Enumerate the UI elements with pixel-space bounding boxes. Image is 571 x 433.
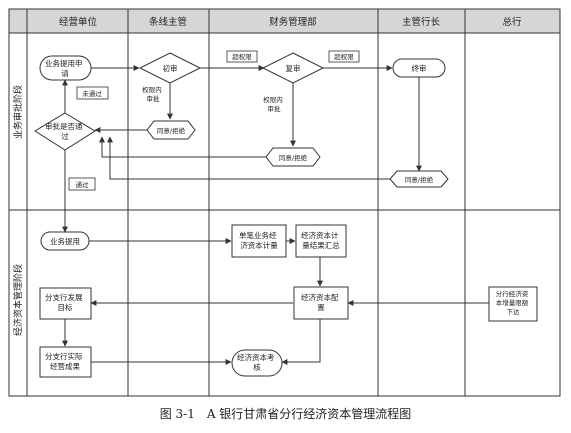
node-hq-quota-line-3: 下达 bbox=[507, 307, 521, 316]
label-over-limit-2: 超权限 bbox=[334, 52, 354, 61]
header-band bbox=[9, 9, 560, 33]
label-box bbox=[226, 50, 258, 63]
node-allocation-label: 经济资本配 置 bbox=[301, 292, 341, 312]
flowchart: 经营单位 条线主管 财务管理部 主管行长 总行 业务审批阶段 经济资本管理阶段 … bbox=[8, 8, 561, 397]
node-hq-quota bbox=[488, 286, 538, 322]
node-single-calc-line-2: 济资本计量 bbox=[240, 240, 278, 250]
node-single-calc-line-1: 单笔业务经 bbox=[239, 230, 277, 240]
diagram-frame bbox=[8, 8, 561, 397]
node-summary-line-2: 量结果汇总 bbox=[302, 240, 340, 250]
node-apply bbox=[39, 55, 92, 81]
node-assessment bbox=[231, 349, 283, 377]
node-agree-reject-3-label: 同意/拒绝 bbox=[405, 175, 434, 184]
node-branch-target bbox=[39, 287, 92, 320]
lane-header-head-office: 总行 bbox=[502, 16, 522, 28]
label-not-passed: 未通过 bbox=[82, 89, 102, 98]
node-use bbox=[40, 231, 90, 251]
node-single-calc bbox=[231, 224, 287, 258]
node-approved-decision-line-2: 过 bbox=[61, 131, 69, 141]
node-hq-quota-label: 分行经济资 本增量限额 下达 bbox=[496, 289, 531, 316]
node-branch-result-label: 分支行实际 经营成果 bbox=[45, 351, 85, 371]
node-review-label: 复审 bbox=[286, 63, 301, 73]
node-assessment-line-2: 核 bbox=[253, 362, 261, 372]
label-box bbox=[76, 86, 109, 100]
node-approved-decision bbox=[34, 112, 96, 151]
node-final-review bbox=[392, 58, 446, 78]
lane-header-vice-president: 主管行长 bbox=[402, 16, 441, 28]
phase-label-capital-management: 经济资本管理阶段 bbox=[12, 264, 24, 336]
node-allocation-line-2: 置 bbox=[317, 303, 325, 312]
node-agree-reject-2 bbox=[265, 147, 321, 167]
node-allocation-line-1: 经济资本配 bbox=[301, 292, 339, 302]
node-first-review bbox=[138, 52, 202, 84]
node-first-review-label: 初审 bbox=[163, 63, 178, 73]
node-agree-reject-2-label: 同意/拒绝 bbox=[279, 153, 308, 162]
node-authority-approve-1-line-2: 审批 bbox=[147, 94, 161, 103]
node-branch-result-line-2: 经营成果 bbox=[50, 361, 80, 371]
node-assessment-line-1: 经济资本考 bbox=[237, 352, 275, 362]
node-authority-approve-2: 权限内 审批 bbox=[263, 95, 285, 113]
edge-agree-reject-3-to-decision bbox=[107, 136, 390, 180]
figure-caption: 图 3-1 A 银行甘肃省分行经济资本管理流程图 bbox=[159, 407, 412, 421]
node-apply-line-2: 请 bbox=[61, 68, 69, 78]
node-branch-target-line-2: 目标 bbox=[58, 302, 73, 312]
node-approved-decision-label: 审批是否通 过 bbox=[45, 121, 85, 141]
label-passed: 通过 bbox=[76, 180, 90, 189]
node-authority-approve-2-line-1: 权限内 bbox=[263, 95, 283, 104]
lane-header-finance-dept: 财务管理部 bbox=[269, 16, 317, 28]
label-box bbox=[328, 50, 360, 63]
node-hq-quota-line-2: 本增量限额 bbox=[496, 298, 529, 307]
node-summary bbox=[295, 224, 347, 258]
node-hq-quota-line-1: 分行经济资 bbox=[496, 289, 529, 298]
node-summary-label: 经济资本计 量结果汇总 bbox=[301, 230, 341, 250]
edge-allocation-to-assessment bbox=[281, 319, 321, 365]
phase-label-approval: 业务审批阶段 bbox=[12, 85, 24, 139]
node-agree-reject-3 bbox=[389, 170, 449, 188]
node-branch-target-line-1: 分支行发展 bbox=[45, 292, 83, 302]
node-approved-decision-line-1: 审批是否通 bbox=[45, 121, 83, 131]
lane-header-line-manager: 条线主管 bbox=[149, 16, 187, 28]
node-authority-approve-1: 权限内 审批 bbox=[142, 85, 164, 103]
node-agree-reject-1-label: 同意/拒绝 bbox=[157, 126, 186, 135]
node-branch-target-label: 分支行发展 目标 bbox=[45, 292, 85, 312]
node-allocation bbox=[293, 286, 349, 320]
node-assessment-label: 经济资本考 核 bbox=[237, 352, 277, 372]
node-summary-line-1: 经济资本计 bbox=[301, 230, 339, 240]
node-review bbox=[261, 52, 325, 84]
node-branch-result-line-1: 分支行实际 bbox=[45, 351, 83, 361]
label-over-limit-1: 超权限 bbox=[232, 52, 252, 61]
label-box bbox=[68, 177, 96, 191]
node-single-calc-label: 单笔业务经 济资本计量 bbox=[239, 230, 279, 250]
node-apply-label: 业务提用申 请 bbox=[45, 58, 85, 78]
node-authority-approve-2-line-2: 审批 bbox=[268, 104, 282, 113]
edge-agree-reject-2-to-decision bbox=[99, 136, 266, 158]
node-apply-line-1: 业务提用申 bbox=[45, 58, 83, 68]
node-authority-approve-1-line-1: 权限内 bbox=[142, 85, 162, 94]
node-agree-reject-1 bbox=[146, 120, 196, 140]
lane-header-business-unit: 经营单位 bbox=[59, 16, 98, 28]
node-use-label: 业务提用 bbox=[50, 236, 80, 246]
node-final-review-label: 终审 bbox=[412, 63, 427, 73]
node-branch-result bbox=[39, 346, 92, 378]
